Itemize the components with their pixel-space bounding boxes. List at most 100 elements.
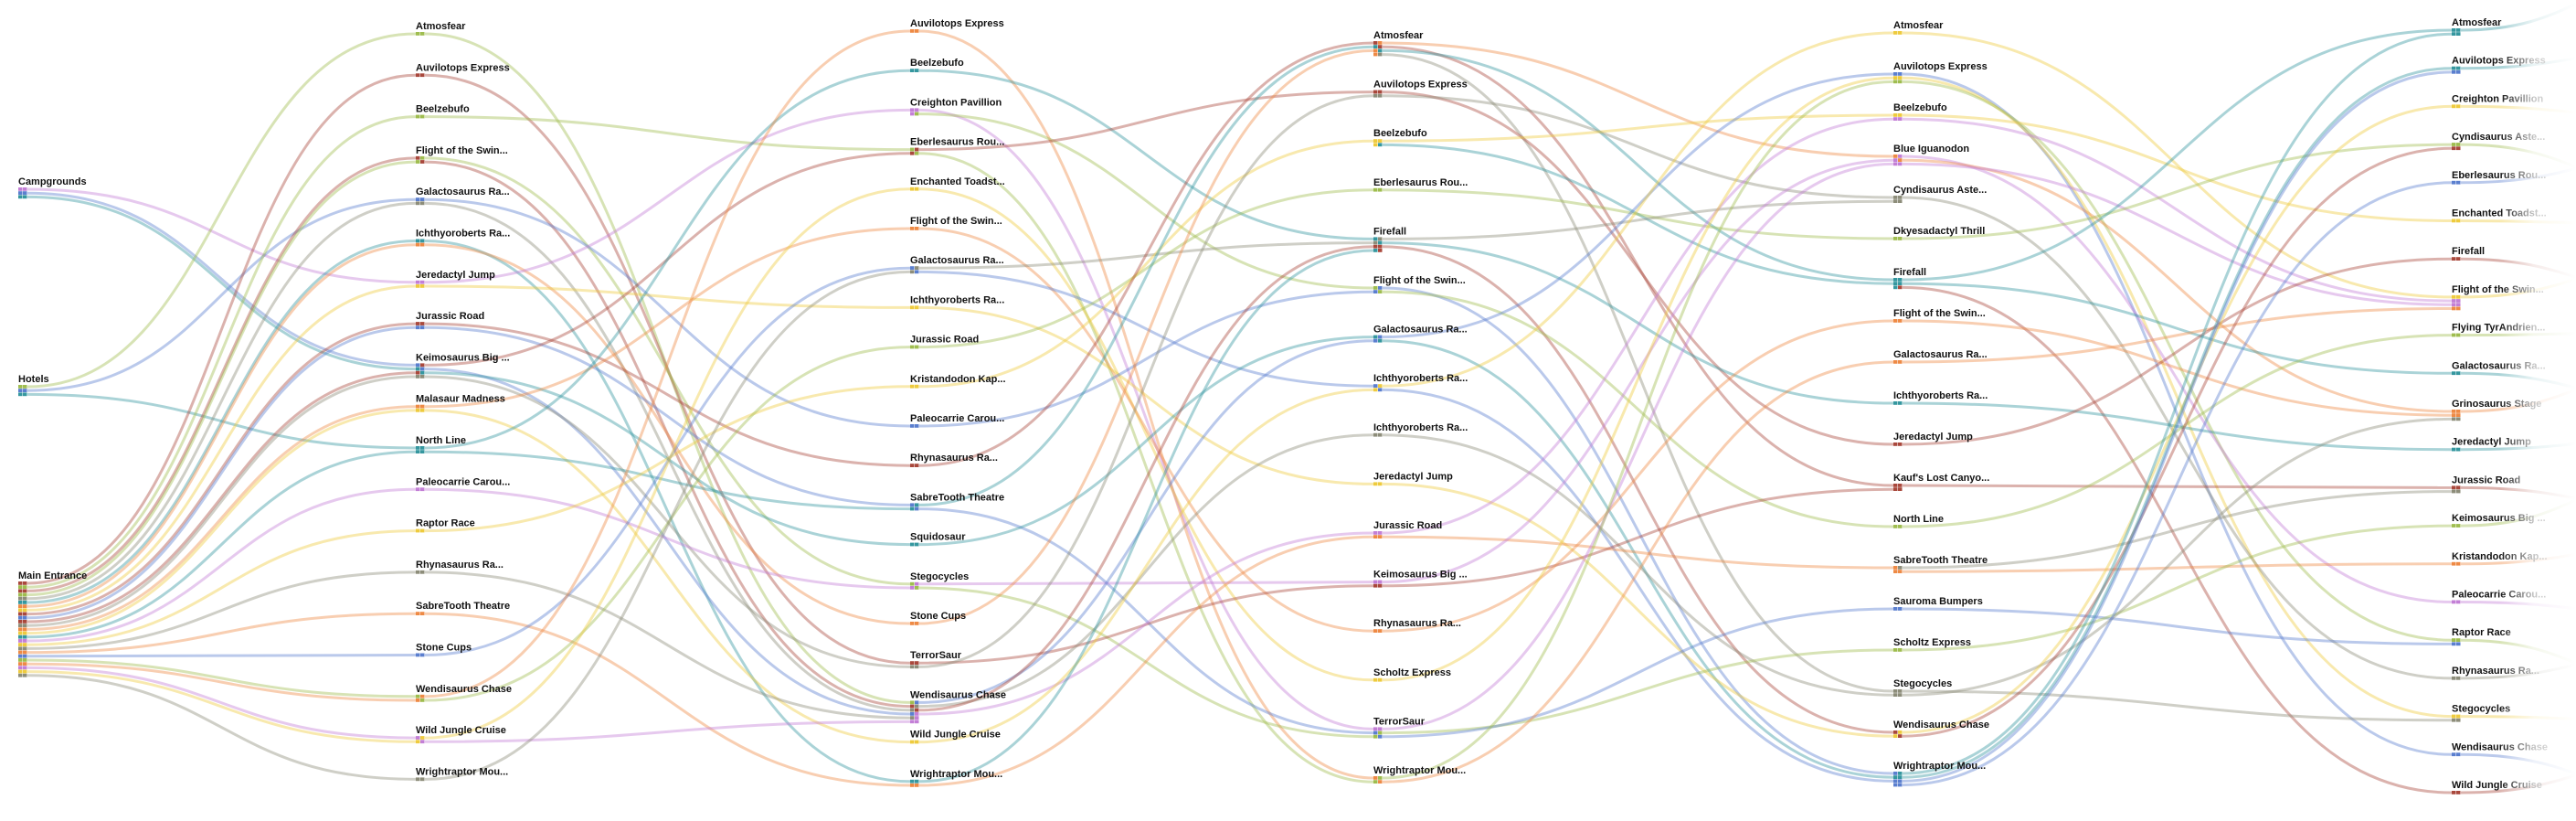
node[interactable]: TerrorSaur	[910, 650, 962, 669]
node[interactable]: Jurassic Road	[416, 311, 484, 330]
node[interactable]: Rhynasaurus Ra...	[910, 453, 998, 467]
node[interactable]: Dkyesadactyl Thrill	[1893, 226, 1985, 240]
node[interactable]: Jurassic Road	[910, 335, 979, 349]
node[interactable]: Beelzebufo	[1373, 128, 1427, 147]
node[interactable]: Blue Iguanodon	[1893, 144, 1969, 166]
node[interactable]: Creighton Pavillion	[910, 97, 1002, 116]
node[interactable]: SabreTooth Theatre	[910, 492, 1004, 511]
node[interactable]: Cyndisaurus Aste...	[1893, 185, 1987, 203]
node[interactable]: Wrightraptor Mou...	[1373, 765, 1466, 784]
node[interactable]: Galactosaurus Ra...	[1373, 325, 1468, 343]
node[interactable]: Campgrounds	[18, 176, 87, 199]
node[interactable]: Hotels	[18, 374, 49, 397]
node[interactable]: Auvilotops Express	[416, 62, 510, 78]
node[interactable]: Eberlesaurus Rou...	[910, 137, 1004, 155]
node[interactable]: Keimosaurus Big ...	[416, 352, 510, 379]
node[interactable]: Ichthyoroberts Ra...	[910, 294, 1004, 310]
node[interactable]: Scholtz Express	[1373, 667, 1451, 682]
node[interactable]: Flight of the Swin...	[1373, 275, 1466, 293]
node[interactable]: Flight of the Swin...	[416, 145, 508, 164]
node-label: Auvilotops Express	[1373, 80, 1468, 91]
node[interactable]: Wild Jungle Cruise	[910, 730, 1001, 744]
node-label: Atmosfear	[1373, 30, 1424, 41]
node[interactable]: Stone Cups	[416, 643, 472, 657]
node[interactable]: Wendisaurus Chase	[1893, 720, 1989, 738]
node[interactable]: Galactosaurus Ra...	[910, 255, 1004, 274]
node-marker	[420, 239, 425, 243]
node[interactable]: Ichthyoroberts Ra...	[1373, 373, 1468, 392]
node[interactable]: Firefall	[1373, 226, 1406, 252]
flow-link	[27, 487, 417, 643]
node[interactable]: Jeredactyl Jump	[416, 270, 495, 288]
node[interactable]: Jeredactyl Jump	[1373, 471, 1453, 486]
node[interactable]: Keimosaurus Big ...	[1373, 570, 1468, 588]
node[interactable]: Stone Cups	[910, 611, 966, 625]
node[interactable]: Main Entrance	[18, 570, 87, 677]
node-marker	[2456, 752, 2461, 757]
node[interactable]: Auvilotops Express	[910, 18, 1004, 33]
node[interactable]: Rhynasaurus Ra...	[1373, 618, 1461, 633]
node[interactable]: Paleocarrie Carou...	[910, 413, 1004, 428]
node[interactable]: Wendisaurus Chase	[910, 689, 1006, 724]
node[interactable]: Auvilotops Express	[1893, 61, 1988, 84]
node-marker	[420, 197, 425, 201]
node[interactable]: Kristandodon Kap...	[910, 374, 1006, 389]
node[interactable]: Eberlesaurus Rou...	[1373, 177, 1468, 192]
node[interactable]: Wild Jungle Cruise	[416, 725, 506, 744]
node[interactable]: SabreTooth Theatre	[416, 601, 510, 615]
node-marker	[420, 446, 425, 450]
node-marker	[1373, 384, 1378, 388]
node[interactable]: Flight of the Swin...	[910, 216, 1002, 230]
node-label: Raptor Race	[2452, 627, 2511, 638]
node[interactable]: Paleocarrie Carou...	[416, 476, 510, 492]
node[interactable]: Beelzebufo	[416, 104, 470, 119]
node[interactable]: Atmosfear	[416, 21, 466, 36]
node[interactable]: Enchanted Toadst...	[910, 176, 1005, 191]
node[interactable]: Jurassic Road	[1373, 520, 1442, 538]
node[interactable]: Ichthyoroberts Ra...	[1893, 390, 1988, 405]
node[interactable]: Firefall	[1893, 267, 1926, 290]
node[interactable]: SabreTooth Theatre	[1893, 555, 1988, 573]
node[interactable]: Galactosaurus Ra...	[416, 187, 510, 206]
node[interactable]: Wrightraptor Mou...	[416, 766, 508, 782]
node[interactable]: Wrightraptor Mou...	[910, 769, 1002, 787]
node[interactable]: Wrightraptor Mou...	[1893, 761, 1986, 787]
flow-link	[424, 346, 911, 702]
node[interactable]: Ichthyoroberts Ra...	[1373, 422, 1468, 437]
node[interactable]: Raptor Race	[2452, 627, 2511, 646]
node[interactable]: Sauroma Bumpers	[1893, 596, 1983, 611]
node[interactable]: Stegocycles	[1893, 678, 1952, 697]
node[interactable]: Galactosaurus Ra...	[1893, 349, 1988, 364]
node-marker	[1893, 442, 1898, 446]
node[interactable]: Raptor Race	[416, 518, 475, 533]
node[interactable]: Rhynasaurus Ra...	[416, 560, 504, 574]
node-marker	[1893, 772, 1898, 775]
node[interactable]: Wendisaurus Chase	[416, 684, 512, 702]
node[interactable]: Malasaur Madness	[416, 394, 505, 412]
node[interactable]: Firefall	[2452, 246, 2485, 261]
node[interactable]: Kauf's Lost Canyo...	[1893, 473, 1989, 491]
node-label: Jurassic Road	[910, 335, 979, 346]
node[interactable]: Stegocycles	[2452, 704, 2510, 722]
node[interactable]: Scholtz Express	[1893, 637, 1971, 652]
flow-link	[27, 240, 417, 604]
node[interactable]: Ichthyoroberts Ra...	[416, 229, 510, 247]
node[interactable]: Beelzebufo	[1893, 102, 1947, 121]
flow-link	[1382, 245, 1894, 734]
node[interactable]: Squidosaur	[910, 532, 966, 547]
node[interactable]: Auvilotops Express	[2452, 56, 2546, 74]
node[interactable]: Flight of the Swin...	[1893, 308, 1986, 323]
node-marker	[1378, 727, 1383, 731]
node[interactable]: Atmosfear	[1893, 20, 1944, 35]
node[interactable]: Atmosfear	[2452, 17, 2502, 36]
node[interactable]: TerrorSaur	[1373, 716, 1426, 739]
node[interactable]: Stegocycles	[910, 571, 969, 590]
node-marker	[1378, 187, 1383, 192]
node[interactable]: Beelzebufo	[910, 58, 964, 72]
node[interactable]: Atmosfear	[1373, 30, 1424, 57]
node[interactable]: North Line	[1893, 514, 1944, 528]
node-label: Beelzebufo	[1893, 102, 1947, 113]
node[interactable]: Auvilotops Express	[1373, 80, 1468, 98]
node[interactable]: Jeredactyl Jump	[1893, 432, 1973, 446]
node[interactable]: North Line	[416, 435, 466, 453]
